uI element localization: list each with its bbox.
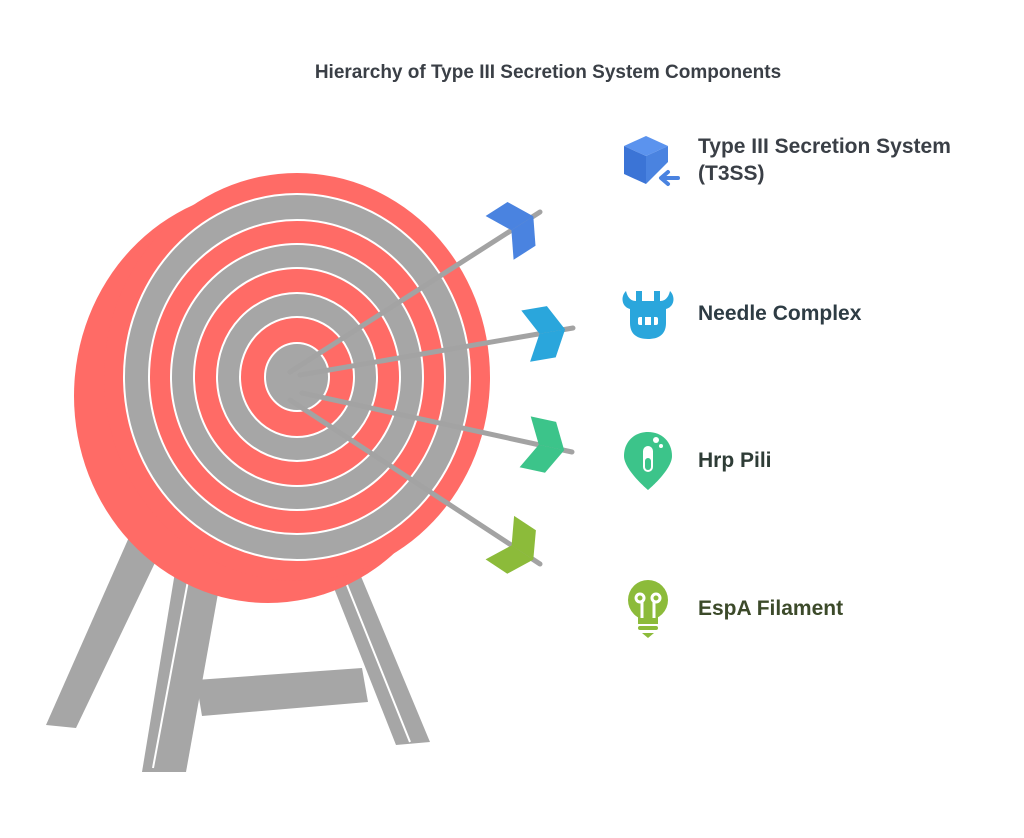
lightbulb-icon <box>628 580 668 638</box>
legend-item-needle-complex: Needle Complex <box>616 281 861 345</box>
target-face <box>104 173 490 581</box>
target-stand <box>46 535 430 772</box>
legend-label-hrp-pili: Hrp Pili <box>698 448 772 472</box>
pin-test-tube-icon <box>624 432 672 490</box>
needle-complex-icon <box>622 291 674 339</box>
stand-leg-left <box>46 535 162 728</box>
arrow-fletching <box>511 216 536 260</box>
arrow-fletching <box>485 202 534 231</box>
legend-label-t3ss: Type III Secretion System (T3SS) <box>698 135 951 185</box>
legend-label-needle-complex: Needle Complex <box>698 301 862 325</box>
arrow-4 <box>287 397 543 574</box>
legend-item-espa-filament: EspA Filament <box>616 576 843 640</box>
arrow-fletching <box>519 444 565 473</box>
stand-crossbar <box>196 668 368 716</box>
cube-arrow-icon <box>624 136 680 186</box>
arrows <box>287 202 576 574</box>
arrow-fletching <box>521 306 566 334</box>
arrow-1 <box>287 202 543 375</box>
arrow-fletching <box>511 515 536 560</box>
legend-label-espa-filament: EspA Filament <box>698 596 844 620</box>
legend-item-t3ss: Type III Secretion System (T3SS) <box>616 128 998 192</box>
arrow-fletching <box>530 329 566 362</box>
arrow-3 <box>299 390 575 473</box>
stand-leg-right <box>330 574 430 745</box>
legend-item-hrp-pili: Hrp Pili <box>616 428 772 492</box>
arrow-2 <box>297 306 576 378</box>
arrow-fletching <box>485 545 534 574</box>
arrow-fletching <box>530 416 565 451</box>
page-title: Hierarchy of Type III Secretion System C… <box>314 62 782 83</box>
